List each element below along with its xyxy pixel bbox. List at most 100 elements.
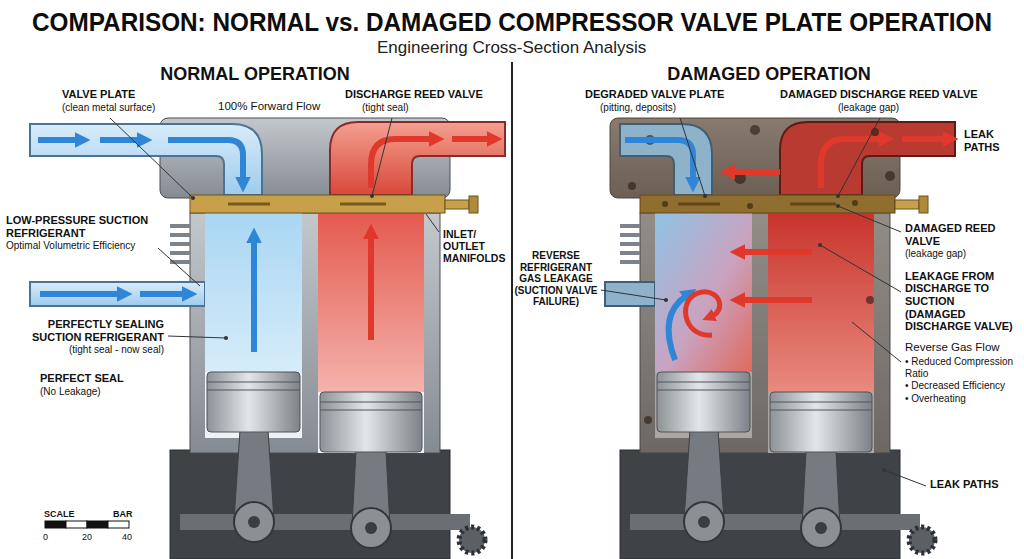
valve-and-pistons: [640, 195, 935, 553]
part-note: (clean metal surface): [62, 102, 192, 114]
swirl-arrow: [686, 292, 720, 335]
flow-arrow: [669, 296, 686, 360]
leader-dot: [191, 196, 195, 200]
flow-arrow: [100, 137, 140, 143]
compressor-body: [160, 118, 470, 559]
scale-segment: [87, 521, 108, 528]
flow-arrow: [821, 139, 882, 188]
pitting-spot: [852, 200, 858, 206]
flow-arrow: [38, 137, 78, 143]
leak-arrow: [732, 169, 780, 175]
part-label: DEGRADED VALVE PLATE: [585, 88, 735, 101]
pitting-spot: [628, 182, 636, 190]
scale-label: SCALE: [44, 509, 75, 519]
flow-arrow: [40, 291, 120, 297]
part-note: (leakage gap): [838, 102, 938, 114]
leader-dot: [882, 468, 886, 472]
leader-line: [838, 206, 901, 232]
flow-note: 100% Forward Flow: [218, 100, 338, 113]
leader-line: [838, 118, 880, 196]
leader-line: [852, 322, 901, 362]
leader-dot: [224, 336, 228, 340]
part-label: REVERSE REFRIGERANT GAS LEAKAGE (SUCTION…: [514, 250, 598, 308]
pitting-spot: [750, 125, 760, 135]
diagram-title: COMPARISON: NORMAL vs. DAMAGED COMPRESSO…: [32, 8, 992, 38]
scale-number: 0: [43, 532, 48, 542]
leader-dot: [818, 243, 822, 247]
pitting-spot: [866, 296, 874, 304]
effect-bullet: • Reduced Compression Ratio: [905, 356, 1018, 379]
leader-dots: [191, 194, 886, 472]
scale-number: 40: [122, 532, 132, 542]
leader-dot: [836, 194, 840, 198]
part-label: LEAKAGE FROM DISCHARGE TO SUCTION (DAMAG…: [905, 270, 1018, 333]
leader-lines: [110, 118, 926, 486]
mixed-gas: [655, 213, 752, 372]
part-label: VALVE PLATE: [62, 88, 192, 101]
valve-and-pistons: [190, 195, 485, 553]
pitting-spot: [662, 201, 668, 207]
leader-line: [426, 214, 439, 232]
leader-line: [884, 470, 926, 486]
flow-arrow: [140, 291, 185, 297]
part-label: LEAK PATHS: [964, 128, 1020, 153]
leader-line: [110, 118, 193, 198]
pitting-spot: [747, 203, 753, 209]
panel-heading: DAMAGED OPERATION: [514, 64, 1024, 85]
damaged-compressor: [605, 118, 955, 559]
scale-segment: [45, 521, 66, 528]
scale-segment: [66, 521, 87, 528]
compressor-body: [610, 118, 920, 559]
scale-label: BAR: [113, 509, 133, 519]
part-label: DISCHARGE REED VALVE: [345, 88, 495, 101]
panel-divider: [511, 62, 513, 559]
discharge-pipe: [780, 122, 955, 195]
pitting-spot: [885, 171, 895, 181]
suction-pipe: [30, 124, 262, 195]
leader-line: [168, 336, 226, 338]
part-label: LOW-PRESSURE SUCTION REFRIGERANT: [6, 214, 156, 239]
flow-arrow: [452, 136, 490, 142]
flow-arrow: [168, 140, 243, 180]
part-label: LEAK PATHS: [930, 478, 1010, 491]
part-note: (No Leakage): [40, 386, 160, 398]
scale-segment: [108, 521, 129, 528]
leak-arrow: [742, 297, 812, 303]
plate-degradation: [640, 195, 895, 213]
leader-line: [372, 118, 392, 196]
part-note: (tight seal - now seal): [14, 344, 164, 356]
part-note: Optimal Volumetric Efficiency: [6, 240, 158, 252]
flow-arrow: [251, 240, 257, 352]
leak-arrow: [742, 249, 812, 255]
part-note: (pitting, deposits): [600, 102, 730, 114]
leader-dot: [703, 194, 707, 198]
part-label: PERFECT SEAL: [40, 372, 160, 385]
part-note: (leakage gap): [905, 248, 1017, 260]
effect-bullet: • Overheating: [905, 393, 1018, 405]
suction-pipe: [620, 124, 712, 195]
discharge-pipe: [330, 122, 505, 195]
effect-bullet: • Decreased Efficiency: [905, 380, 1018, 392]
pitting-spot: [644, 416, 652, 424]
leader-dot: [370, 194, 374, 198]
leader-line: [158, 248, 200, 286]
part-label: DAMAGED REED VALVE: [905, 222, 1017, 247]
flow-arrow: [902, 136, 946, 142]
part-label: INLET/ OUTLET MANIFOLDS: [443, 228, 511, 264]
suction-gas: [205, 213, 302, 372]
panel-heading: NORMAL OPERATION: [0, 64, 510, 85]
flow-note: Reverse Gas Flow: [905, 341, 1018, 354]
leader-line: [820, 245, 901, 292]
leader-line: [601, 290, 666, 300]
pitting-spots: [628, 125, 895, 424]
operation-panel: NORMAL OPERATION: [0, 60, 510, 559]
flow-arrow: [625, 140, 693, 180]
part-label: DAMAGED DISCHARGE REED VALVE: [780, 88, 995, 101]
suction-pipe: [30, 282, 205, 306]
flow-arrows: [625, 139, 946, 360]
scale-number: 20: [82, 532, 92, 542]
part-note: (tight seal): [362, 102, 462, 114]
leader-line: [680, 118, 705, 196]
